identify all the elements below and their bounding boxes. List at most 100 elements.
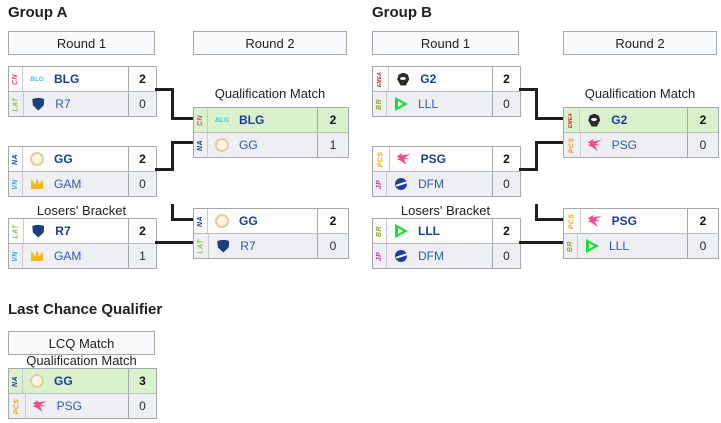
gam-logo-icon[interactable] <box>28 248 46 264</box>
region-tag: PCS <box>564 133 581 157</box>
team-name-link[interactable]: PSG <box>611 214 637 228</box>
team-name-link[interactable]: LLL <box>418 224 440 238</box>
team-name-link[interactable]: LLL <box>609 239 630 253</box>
team-row: BR LLL 2 <box>373 219 520 243</box>
region-tag-label: EMEA <box>568 112 575 128</box>
gg-logo-icon[interactable] <box>213 213 231 229</box>
bracket-connector <box>171 204 174 221</box>
blg-logo-icon[interactable] <box>213 112 231 128</box>
team-row: PCS PSG 2 <box>373 147 520 171</box>
dfm-logo-icon[interactable] <box>392 176 410 192</box>
team-name-link[interactable]: PSG <box>420 152 446 166</box>
team-name-link[interactable]: PSG <box>56 399 82 413</box>
r7-logo-icon[interactable] <box>214 238 232 254</box>
psg-logo-icon[interactable] <box>395 151 413 167</box>
team-row: NA GG 2 <box>9 147 156 171</box>
team-score: 2 <box>492 219 520 243</box>
blg-logo-icon[interactable] <box>28 71 46 87</box>
g2-logo-icon[interactable] <box>394 71 412 87</box>
team-name-link[interactable]: GG <box>54 152 73 166</box>
team-row: VN GAM 1 <box>9 243 156 268</box>
team-score: 2 <box>687 108 718 132</box>
team-row: VN GAM 0 <box>9 171 156 196</box>
team-name-link[interactable]: BLG <box>239 113 265 127</box>
group-a-qualification-match: CN BLG 2 NA GG 1 <box>193 107 349 158</box>
region-tag: PCS <box>564 209 581 233</box>
gg-logo-icon[interactable] <box>28 151 46 167</box>
psg-logo-icon[interactable] <box>586 137 604 153</box>
team-score: 2 <box>687 209 718 233</box>
team-name-link[interactable]: GAM <box>54 177 82 191</box>
g2-logo-icon[interactable] <box>585 112 603 128</box>
region-tag-label: PCS <box>568 213 576 229</box>
lll-logo-icon[interactable] <box>392 96 410 112</box>
lcq-qualification-match: NA GG 3 PCS PSG 0 <box>8 368 157 419</box>
group-a-title: Group A <box>8 4 68 21</box>
psg-logo-icon[interactable] <box>31 398 49 414</box>
team-row: NA GG 2 <box>194 209 348 233</box>
team-name-link[interactable]: GAM <box>54 249 82 263</box>
bracket-connector <box>519 168 535 171</box>
group-a-round2-header: Round 2 <box>193 31 347 55</box>
team-score: 0 <box>492 244 520 268</box>
team-score: 0 <box>128 394 156 418</box>
team-score: 2 <box>128 219 156 243</box>
team-row: EMEA G2 2 <box>373 67 520 91</box>
team-name-link[interactable]: DFM <box>418 177 444 191</box>
bracket-connector <box>535 218 563 221</box>
team-name-link[interactable]: R7 <box>240 239 256 253</box>
region-tag: LAT <box>194 234 210 258</box>
group-b-opening-match-1: EMEA G2 2 BR LLL 0 <box>372 66 521 117</box>
team-score: 0 <box>128 172 156 196</box>
region-tag-label: BR <box>375 98 383 110</box>
team-row: BR LLL 0 <box>373 91 520 116</box>
region-tag: CN <box>194 108 208 132</box>
lll-logo-icon[interactable] <box>392 223 410 239</box>
group-a-opening-match-1: CN BLG 2 LAT R7 0 <box>8 66 157 117</box>
gg-logo-icon[interactable] <box>28 373 46 389</box>
region-tag-label: PCS <box>568 137 576 153</box>
group-b-opening-match-2: PCS PSG 2 JP DFM 0 <box>372 146 521 197</box>
group-b-qualification-match: EMEA G2 2 PCS PSG 0 <box>563 107 719 158</box>
team-name-link[interactable]: R7 <box>55 224 71 238</box>
region-tag: NA <box>194 133 208 157</box>
team-row: JP DFM 0 <box>373 243 520 268</box>
team-row: LAT R7 0 <box>9 91 156 116</box>
region-tag-label: BR <box>566 240 574 252</box>
r7-logo-icon[interactable] <box>29 96 47 112</box>
team-name-link[interactable]: DFM <box>418 249 444 263</box>
team-name-link[interactable]: PSG <box>611 138 637 152</box>
gg-logo-icon[interactable] <box>213 137 231 153</box>
bracket-connector <box>535 117 563 120</box>
team-name-link[interactable]: LLL <box>418 97 439 111</box>
lll-logo-icon[interactable] <box>583 238 601 254</box>
region-tag: NA <box>9 369 23 393</box>
bracket-connector <box>171 141 193 144</box>
team-name-link[interactable]: BLG <box>54 72 80 86</box>
team-name-link[interactable]: G2 <box>611 113 628 127</box>
lcq-title: Last Chance Qualifier <box>8 301 163 318</box>
team-row: PCS PSG 0 <box>9 393 156 418</box>
team-row-qualified: EMEA G2 2 <box>564 108 718 132</box>
group-b-round2-header: Round 2 <box>563 31 717 55</box>
group-a-decider-match: NA GG 2 LAT R7 0 <box>193 208 349 259</box>
dfm-logo-icon[interactable] <box>392 248 410 264</box>
team-name-link[interactable]: GG <box>239 214 258 228</box>
gam-logo-icon[interactable] <box>28 176 46 192</box>
team-name-link[interactable]: GG <box>239 138 258 152</box>
group-a-round1-header: Round 1 <box>8 31 155 55</box>
group-b-losers-match: BR LLL 2 JP DFM 0 <box>372 218 521 269</box>
region-tag-label: CN <box>11 73 19 85</box>
team-score: 2 <box>128 147 156 171</box>
bracket-connector <box>519 88 535 91</box>
r7-logo-icon[interactable] <box>29 223 47 239</box>
group-b-title: Group B <box>372 4 432 21</box>
region-tag: NA <box>194 209 208 233</box>
team-name-link[interactable]: GG <box>54 374 73 388</box>
psg-logo-icon[interactable] <box>586 213 604 229</box>
group-a-losers-label: Losers' Bracket <box>36 203 127 218</box>
team-name-link[interactable]: G2 <box>420 72 437 86</box>
team-name-link[interactable]: R7 <box>55 97 71 111</box>
bracket-connector <box>535 141 563 144</box>
